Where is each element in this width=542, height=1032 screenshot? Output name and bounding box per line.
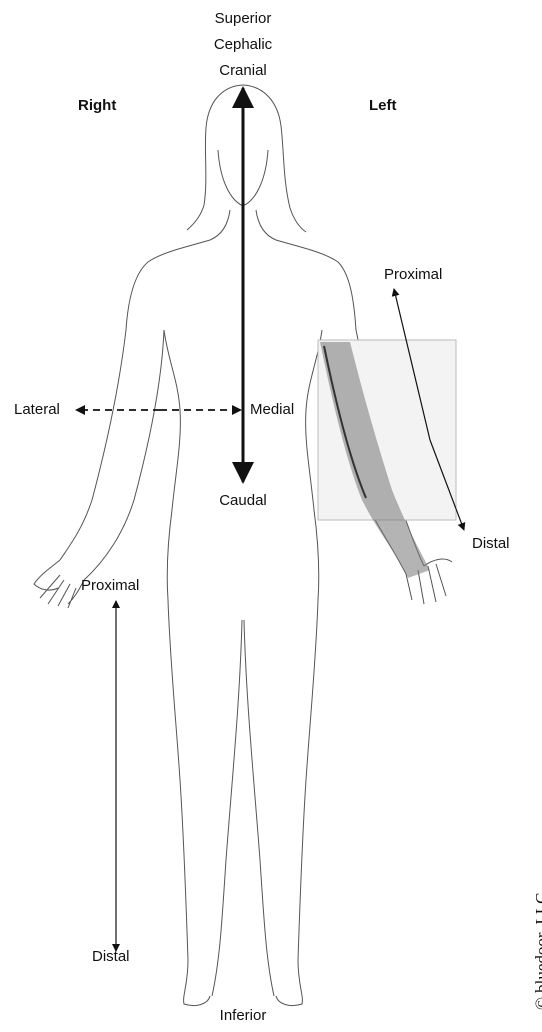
- arm-distal-label: Distal: [472, 535, 510, 553]
- copyright-credit: © bluedoor, LLC: [532, 892, 542, 1010]
- superior-label: Superior: [215, 10, 272, 28]
- arm-proximal-label: Proximal: [384, 266, 442, 284]
- lateral-label: Lateral: [14, 401, 60, 419]
- caudal-label: Caudal: [219, 492, 267, 510]
- shaded-left-arm: [318, 340, 456, 578]
- right-side-label: Right: [78, 97, 116, 115]
- medial-label: Medial: [250, 401, 294, 419]
- left-side-label: Left: [369, 97, 397, 115]
- leg-proximal-label: Proximal: [81, 577, 139, 595]
- leg-distal-label: Distal: [92, 948, 130, 966]
- inferior-label: Inferior: [220, 1007, 267, 1025]
- cephalic-label: Cephalic: [214, 36, 272, 54]
- cranial-label: Cranial: [219, 62, 267, 80]
